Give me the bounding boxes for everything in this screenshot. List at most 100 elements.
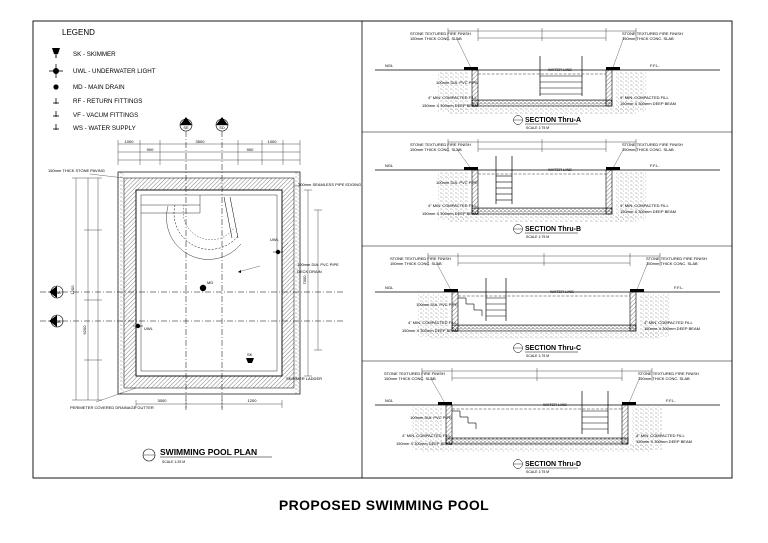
leader-line [455,147,473,171]
pool-floor [451,324,637,332]
section-title: SECTION Thru-D [525,461,581,468]
svg-text:SB: SB [55,319,61,324]
dim-label: 3000 [158,398,168,403]
section-note: 4" MIN. COMPACTED FILL [620,203,669,208]
plan-note: 300mm SEAMLESS PIPE EDGING [298,182,361,187]
sheet-border [32,20,733,479]
main-drain-icon [53,84,59,90]
section-note: STONE TEXTURED FIRE FINISH [646,256,707,261]
section-marker-d: SD [215,117,229,132]
soil-hatch [616,72,646,112]
section-note: 150mm THICK CONC. SLAB [638,376,690,381]
leader-line [627,376,641,406]
section-note: NGL [385,398,394,403]
legend-item: RF - RETURN FITTINGS [73,98,142,105]
water-line-label: WATER LINE [548,167,572,172]
plan-title-block: SWIMMING POOL PLAN SCALE 1:25 M [142,447,272,464]
water-line-label: WATER LINE [548,67,572,72]
section-title: SECTION Thru-B [525,226,581,233]
soil-hatch [616,172,646,220]
svg-text:SE: SE [183,125,189,130]
underwater-light-icon [273,249,283,255]
section-note: F.F.L. [650,63,660,68]
legend-item: WS - WATER SUPPLY [73,125,136,132]
dim-label: 1000 [125,139,135,144]
section-title: SECTION Thru-A [525,117,581,124]
pool-coping [630,289,644,292]
legend-heading: LEGEND [62,28,95,37]
legend: LEGEND SK - SKIMMER UWL - UNDERWATER LIG… [49,28,156,132]
return-fitting-icon [53,98,59,104]
dim-label: 900 [247,147,254,152]
pool-basin [135,189,283,377]
plan-dimensions-bottom [135,400,283,408]
soil-hatch [412,407,442,450]
section-note: 4" MIN. COMPACTED FILL [402,433,451,438]
plan-note: 150mm THICK STONE PAVING [48,168,105,173]
pool-floor [471,207,613,215]
soil-hatch [438,72,468,112]
leader-line [635,261,649,293]
section-note: 4" MIN. COMPACTED FILL [428,95,477,100]
section-note: 4" MIN. COMPACTED FILL [408,320,457,325]
section-note: NGL [385,163,394,168]
legend-item: SK - SKIMMER [73,51,116,58]
fixture-label: UWL [270,237,280,242]
dim-label: 900 [147,147,154,152]
section-scale: SCALE 1:75 M [526,470,549,474]
section-note: NGL [385,63,394,68]
section-note: 100mm DIA. PVC PIPE [436,80,478,85]
leader-line [611,36,625,71]
section-note: STONE TEXTURED FIRE FINISH [410,31,471,36]
pool-coping [464,67,478,70]
plan-scale: SCALE 1:25 M [162,460,185,464]
leader-line [435,261,453,293]
section-marker-e: SE [179,117,193,132]
section-note: STONE TEXTURED FIRE FINISH [390,256,451,261]
section-note: 4" MIN. COMPACTED FILL [428,203,477,208]
water-line-label: WATER LINE [550,289,574,294]
page-title: PROPOSED SWIMMING POOL [278,497,490,513]
soil-hatch [418,294,448,337]
section-note: 100mm DIA. PVC PIPE [436,180,478,185]
section-note: F.F.L. [650,163,660,168]
section-note: 150mm THICK CONC. SLAB [622,36,674,41]
fixture-label: MD [207,280,213,285]
soil-hatch [422,444,652,452]
section-note: 100mm DIA. PVC PIPE [416,302,458,307]
section-scale: SCALE 1:75 M [526,235,549,239]
plan-note: DECK DRAIN [297,269,322,274]
leader-line [429,376,447,406]
section-note: 150mm THICK CONC. SLAB [646,261,698,266]
skimmer-icon [52,48,60,58]
section-note: 150mm X 300mm DEEP BEAM [644,326,700,331]
plan-note: SKIMMER LADDER [286,376,322,381]
dim-label: 9200 [82,325,87,335]
leader-line [455,36,473,71]
underwater-light-icon [49,64,63,78]
section-note: NGL [385,285,394,290]
water-supply-icon [53,124,59,130]
plan-note: 100mm DIA. PVC PIPE [297,262,339,267]
section-note: 4" MIN. COMPACTED FILL [620,95,669,100]
soil-hatch [448,106,636,114]
section-note: STONE TEXTURED FIRE FINISH [638,371,699,376]
fixture-label: SK [247,352,253,357]
section-note: STONE TEXTURED FIRE FINISH [622,31,683,36]
svg-text:SA: SA [55,290,61,295]
water-line-label: WATER LINE [543,402,567,407]
section-note: STONE TEXTURED FIRE FINISH [410,142,471,147]
pool-coping [444,289,458,292]
pool-coping [606,167,620,170]
svg-text:SD: SD [219,125,225,130]
pool-steps [141,195,201,214]
section-note: 150mm X 300mm DEEP BEAM [620,101,676,106]
section-note: 4" MIN. COMPACTED FILL [636,433,685,438]
section-note: 150mm THICK CONC. SLAB [410,36,462,41]
pool-inner-line [140,194,278,372]
plan-dimensions-top [117,140,301,165]
